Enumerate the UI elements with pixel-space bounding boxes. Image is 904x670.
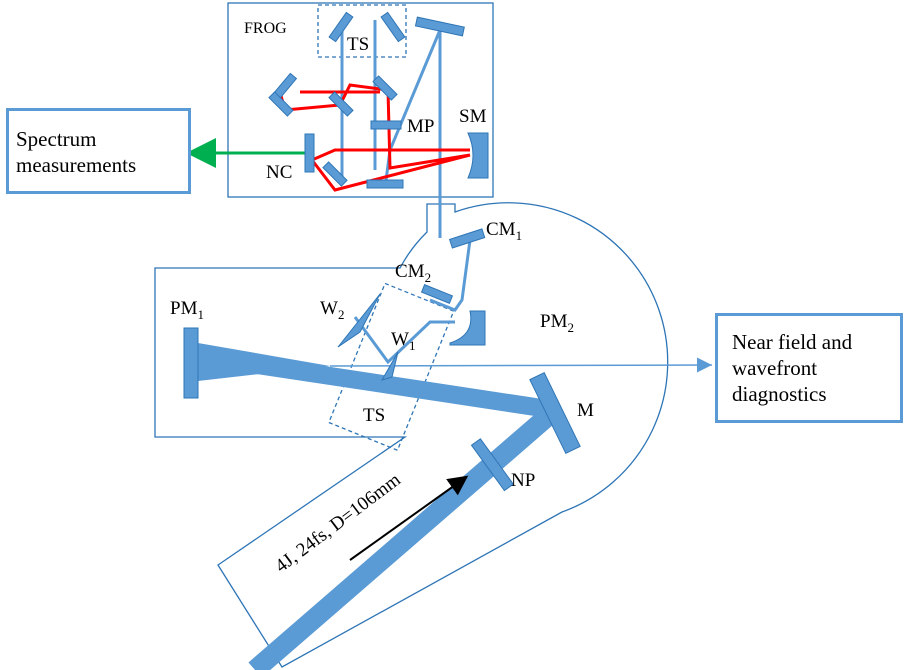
cm2-label: CM2: [395, 261, 431, 285]
beam-to-diagnostics: [329, 357, 713, 373]
frog-bottom-mirror: [366, 179, 404, 189]
frog-mirror-2: [268, 91, 294, 117]
mp-label: MP: [407, 116, 434, 137]
w2-wedge: [337, 293, 381, 348]
frog-ts-mirror-left: [328, 11, 354, 43]
frog-mirror-4: [372, 75, 398, 101]
beam-direction-arrow: [349, 475, 469, 561]
nc-crystal: [304, 133, 315, 173]
spectrum-line-1: Spectrum: [16, 127, 97, 151]
input-beam: [248, 402, 562, 670]
np-plate: [470, 438, 515, 492]
m-label: M: [577, 400, 594, 421]
w1-wedge: [380, 351, 399, 381]
spectrum-measurements-box: Spectrum measurements: [6, 108, 191, 194]
bottom-ts-dashed-box: [328, 282, 455, 452]
cm2-mirror: [420, 284, 454, 304]
cm1-mirror: [448, 228, 486, 249]
spectrum-line-2: measurements: [16, 153, 137, 177]
pm2-label: PM2: [540, 311, 574, 335]
m-mirror: [529, 371, 581, 455]
frog-red-beam: [278, 83, 471, 192]
beam-cm2-path: [429, 239, 472, 312]
np-label: NP: [511, 470, 535, 491]
frog-blue-beam-1: [383, 29, 442, 195]
frog-mirror-3: [328, 91, 354, 117]
cm1-label: CM1: [486, 219, 522, 243]
pm1-label: PM1: [170, 298, 204, 322]
sm-label: SM: [459, 106, 487, 127]
w2-label: W2: [320, 298, 344, 322]
pm1-mirror: [183, 327, 199, 399]
w1-label: W1: [391, 329, 415, 353]
sm-mirror: [467, 132, 489, 179]
beam-pm1-focus: [198, 343, 330, 381]
frog-ts-mirror-right: [380, 11, 406, 43]
pm2-mirror: [449, 310, 486, 346]
frog-lower-mirror: [322, 161, 348, 187]
frog-ts-dashed-box: [317, 4, 407, 58]
nearfield-line-2: wavefront: [732, 356, 818, 380]
nc-label: NC: [266, 162, 292, 183]
chamber-outline: [154, 202, 669, 668]
ts-top-label: TS: [347, 34, 369, 55]
frog-box: [227, 2, 494, 198]
frog-mp-mirror: [370, 120, 402, 130]
near-field-diagnostics-box: Near field and wavefront diagnostics: [715, 313, 903, 423]
ts-bottom-label: TS: [363, 405, 385, 426]
nearfield-line-1: Near field and: [732, 330, 853, 354]
nearfield-line-3: diagnostics: [732, 382, 827, 406]
frog-mirror-top-right: [414, 16, 465, 37]
frog-label: FROG: [244, 20, 287, 37]
beam-w-path: [353, 316, 455, 365]
